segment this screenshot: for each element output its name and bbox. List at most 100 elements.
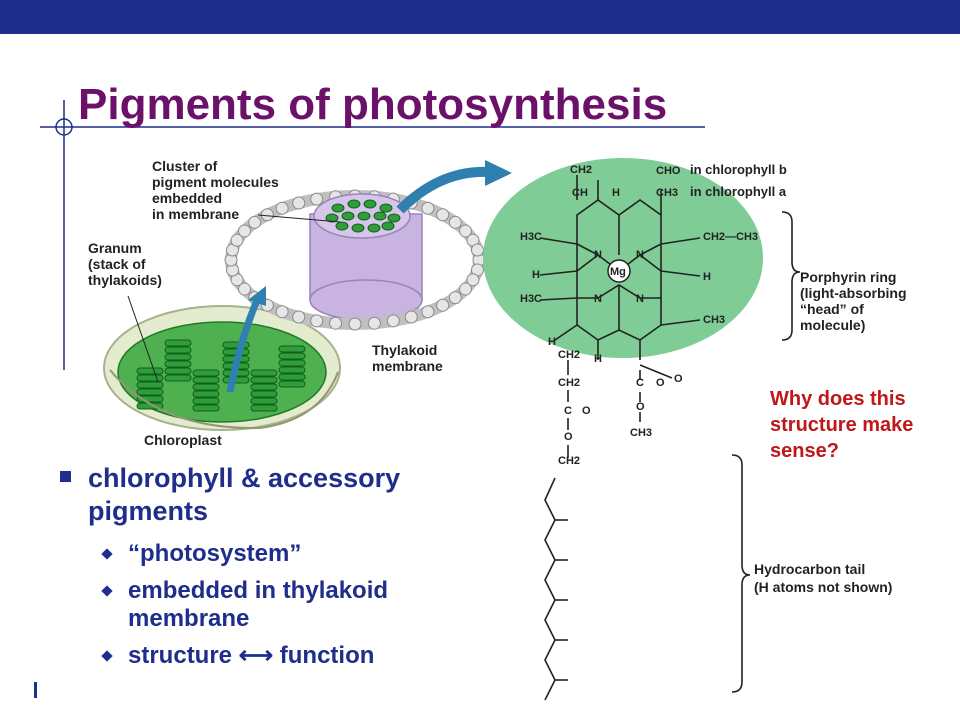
lipid-head — [448, 215, 462, 229]
lipid-head — [386, 314, 400, 328]
thylakoid-disc — [192, 369, 220, 377]
zoom-arrow-small-head — [248, 286, 266, 306]
bullet-sub-2-text: embedded in thylakoid membrane — [128, 577, 389, 632]
label-porphyrin-1: Porphyrin ring — [800, 269, 896, 285]
thylakoid-disc — [250, 383, 278, 391]
leader-cluster — [257, 214, 341, 223]
pigment-molecule — [367, 223, 381, 233]
thylakoid-disc — [164, 367, 192, 375]
label-cluster-2: pigment molecules — [152, 174, 279, 190]
lipid-head — [466, 273, 480, 287]
label-cluster-4: in membrane — [152, 206, 239, 222]
thylakoid-disc — [164, 374, 192, 382]
diamond-bullet-icon — [101, 650, 113, 662]
magnesium-atom — [607, 259, 631, 283]
pigment-molecule — [325, 213, 339, 223]
thylakoid-disc — [278, 352, 306, 360]
pigment-molecules — [325, 199, 401, 233]
atom-ch2-2: CH2 — [558, 377, 580, 389]
thylakoid-disc — [136, 374, 164, 382]
lipid-head — [292, 196, 306, 210]
thylakoid-disc — [136, 388, 164, 396]
question-callout: Why does this structure make sense? — [770, 388, 914, 462]
atom-h-lower2: H — [594, 353, 602, 365]
atom-ch3-right: CH3 — [703, 314, 725, 326]
label-thylakoid-1: Thylakoid — [372, 342, 437, 358]
label-cluster-1: Cluster of — [152, 158, 218, 174]
label-tail-2: (H atoms not shown) — [754, 579, 892, 595]
bullet-sub-1: “photosystem” — [60, 540, 500, 568]
atom-ch2-3: CH2 — [558, 455, 580, 467]
atom-o-3: O — [674, 373, 683, 385]
lipid-head — [367, 316, 381, 330]
atom-ch3-bottom: CH3 — [630, 427, 652, 439]
pigment-molecule — [335, 221, 349, 231]
lipid-head — [436, 208, 450, 222]
lipid-head — [436, 298, 450, 312]
chloroplast-illustration — [103, 305, 341, 431]
label-granum-3: thylakoids) — [88, 272, 162, 288]
hydrocarbon-tail — [544, 477, 556, 701]
bullet-main: chlorophyll & accessory pigments — [60, 462, 500, 528]
lipid-head — [238, 224, 252, 238]
pigment-molecule — [379, 203, 393, 213]
thylakoid-disc — [278, 373, 306, 381]
thylakoid-disc — [278, 359, 306, 367]
thylakoid-disc — [278, 380, 306, 388]
diamond-bullet-icon — [101, 548, 113, 560]
square-bullet-icon — [60, 471, 71, 482]
lipid-head — [310, 314, 324, 328]
thylakoid-disc — [164, 353, 192, 361]
atom-n-3: N — [594, 293, 602, 305]
pigment-molecule — [373, 211, 387, 221]
lipid-head — [348, 317, 362, 331]
lipid-head — [448, 291, 462, 305]
lipid-head — [292, 310, 306, 324]
thylakoid-disc — [192, 397, 220, 405]
lipid-head — [458, 224, 472, 238]
atom-h-lower: H — [548, 336, 556, 348]
bracket-tail — [731, 454, 751, 693]
thylakoid-disc — [136, 381, 164, 389]
pigment-molecule — [331, 203, 345, 213]
bullet-sub-3: structure ⟷ function — [60, 642, 500, 670]
magnesium-label: Mg — [610, 266, 626, 278]
thylakoid-disc — [192, 383, 220, 391]
thylakoid-disc — [278, 366, 306, 374]
atom-o-5: O — [636, 401, 645, 413]
lipid-head — [275, 305, 289, 319]
thylakoid-disc — [250, 390, 278, 398]
pigment-molecule — [347, 199, 361, 209]
atom-h3c-2: H3C — [520, 293, 542, 305]
atom-cho: CHO — [656, 165, 681, 177]
porphyrin-head-highlight — [483, 158, 763, 358]
slide-title: Pigments of photosynthesis — [78, 80, 668, 129]
thylakoid-disc — [164, 360, 192, 368]
thylakoid-disc — [192, 390, 220, 398]
atom-n-2: N — [636, 249, 644, 261]
footer-mark — [34, 682, 37, 698]
diamond-bullet-icon — [101, 585, 113, 597]
thylakoid-disc — [192, 404, 220, 412]
leader-granum — [127, 295, 159, 383]
atom-h-left: H — [532, 269, 540, 281]
zoom-arrow-large-head — [485, 160, 512, 186]
grana-stacks — [136, 339, 306, 412]
bullet-sub-3-text: structure ⟷ function — [128, 642, 375, 669]
pigment-molecule — [387, 213, 401, 223]
thylakoid-disc — [164, 339, 192, 347]
atom-ch2-1: CH2 — [558, 349, 580, 361]
thylakoid-disc — [164, 346, 192, 354]
atom-c-2: C — [636, 377, 644, 389]
lipid-head — [230, 233, 244, 247]
atom-n-1: N — [594, 249, 602, 261]
lipid-head — [248, 215, 262, 229]
atom-h-top: H — [612, 187, 620, 199]
zoom-arrow-small — [226, 296, 262, 393]
label-chl-a: in chlorophyll a — [690, 184, 787, 199]
lipid-head — [470, 243, 484, 257]
lipid-head — [421, 201, 435, 215]
thylakoid-disc — [136, 367, 164, 375]
